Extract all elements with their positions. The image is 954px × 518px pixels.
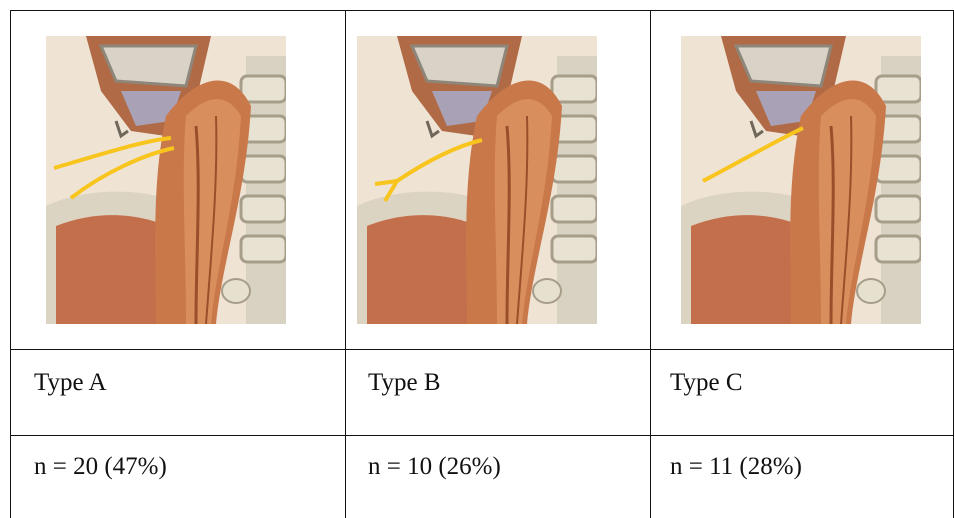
count-label: n = 11 (28%) bbox=[670, 453, 802, 481]
count-label: n = 20 (47%) bbox=[34, 453, 167, 481]
neck-anatomy-illustration bbox=[681, 36, 921, 324]
type-label: Type B bbox=[368, 369, 441, 397]
illustration-type-b bbox=[357, 36, 597, 324]
neck-anatomy-illustration bbox=[357, 36, 597, 324]
illustration-type-a bbox=[46, 36, 286, 324]
table-top-border bbox=[10, 10, 954, 11]
table-left-border bbox=[10, 10, 11, 518]
count-label: n = 10 (26%) bbox=[368, 453, 501, 481]
row-divider bbox=[10, 349, 954, 350]
column-divider bbox=[345, 10, 346, 518]
illustration-type-c bbox=[681, 36, 921, 324]
type-label: Type A bbox=[34, 369, 107, 397]
row-divider bbox=[10, 435, 954, 436]
type-label: Type C bbox=[670, 369, 743, 397]
column-divider bbox=[650, 10, 651, 518]
neck-anatomy-illustration bbox=[46, 36, 286, 324]
